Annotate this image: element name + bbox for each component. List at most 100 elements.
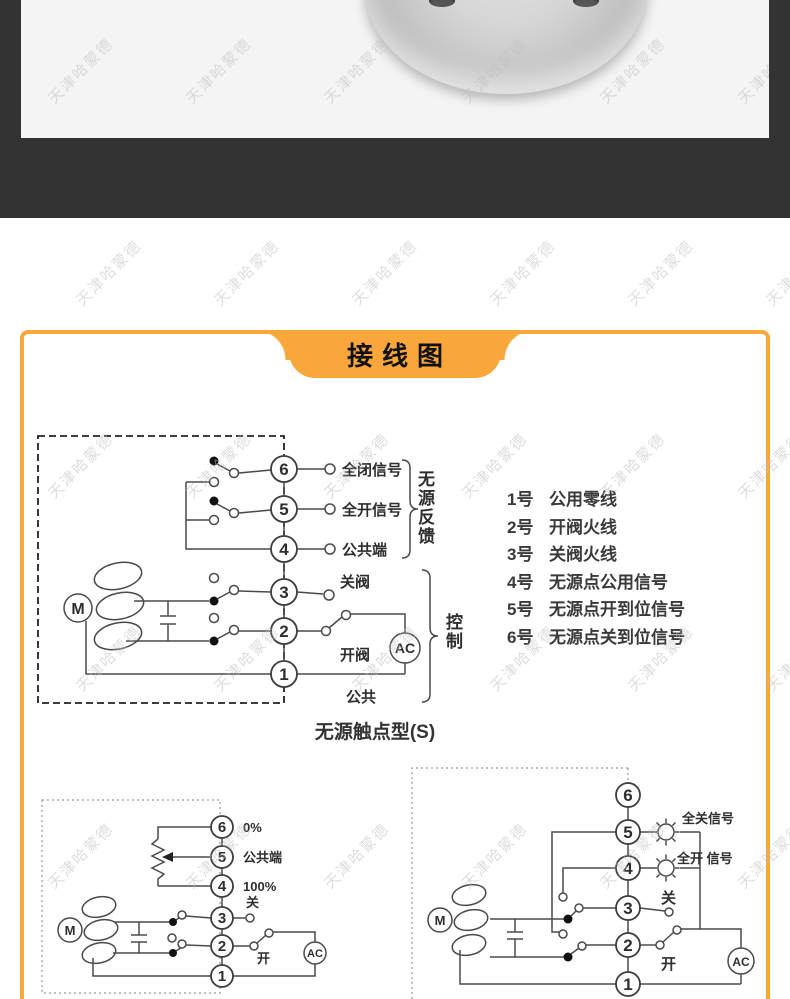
terminal-number: 6 (623, 786, 632, 805)
terminal-notes-list: 1号公用零线 2号开阀火线 3号关阀火线 4号无源点公用信号 5号无源点开到位信… (507, 484, 685, 649)
motor-winding (93, 621, 143, 651)
full-close-signal-label: 全闭信号 (341, 461, 402, 479)
motor-winding (453, 908, 489, 932)
terminal-number: 5 (279, 500, 288, 519)
signal-contact (324, 503, 336, 515)
terminal-3 (210, 906, 234, 930)
terminal-4 (270, 535, 298, 563)
switch-contact (655, 940, 665, 950)
ac-label: AC (732, 955, 750, 969)
motor-winding (81, 895, 117, 919)
watermark: 天津哈蒙德 (349, 237, 422, 310)
terminal-1 (270, 660, 298, 688)
watermark: 天津哈蒙德 (625, 237, 698, 310)
open-label: 开 (661, 956, 676, 973)
close-contact (664, 907, 674, 917)
note-row: 3号关阀火线 (507, 539, 685, 567)
lamp-indicator-wiring-diagram: 全关信号 全开 信号 关 AC 开 M (411, 767, 755, 999)
switch-contact (249, 941, 259, 951)
terminal-2 (615, 932, 641, 958)
switch-contact (177, 910, 187, 920)
terminal-number: 1 (218, 968, 226, 985)
switch-contact (177, 939, 187, 949)
note-desc: 无源点关到位信号 (549, 627, 685, 647)
section-title: 接线图 (346, 340, 452, 371)
switch-contact (320, 625, 332, 637)
switch-contact (208, 476, 220, 488)
control-brace (421, 569, 439, 703)
enclosure-dotted-box (41, 799, 221, 994)
wiring-diagram-panel: 接线图 (20, 330, 770, 999)
close-label: 关 (661, 889, 676, 907)
close-contact (245, 913, 255, 923)
switch-pole (209, 496, 219, 506)
switch-pole (209, 456, 219, 466)
common-terminal-label: 公共端 (243, 850, 282, 865)
motor-winding (451, 883, 487, 907)
motor-symbol (63, 593, 93, 623)
feedback-brace (401, 459, 419, 559)
full-open-lamp-icon (651, 853, 681, 883)
note-row: 6号无源点关到位信号 (507, 622, 685, 650)
signal-contact (324, 543, 336, 555)
terminal-6 (270, 455, 298, 483)
switch-contact (208, 514, 220, 526)
switch-contact (228, 584, 240, 596)
terminal-3 (270, 578, 298, 606)
switch-pole (209, 636, 219, 646)
close-label: 关 (246, 895, 259, 910)
terminal-number: 4 (218, 878, 227, 895)
motor-label: M (71, 601, 84, 618)
common-label: 公共 (346, 689, 376, 706)
terminal-2 (210, 934, 234, 958)
terminal-number: 5 (218, 849, 226, 866)
terminal-number: 6 (218, 819, 226, 836)
common-terminal-label: 公共端 (342, 541, 387, 559)
terminal-number: 2 (279, 622, 288, 641)
motor-winding (451, 933, 487, 957)
product-photo (21, 0, 769, 138)
switch-pole (563, 952, 573, 962)
note-row: 5号无源点开到位信号 (507, 594, 685, 622)
motor-label: M (65, 923, 76, 938)
open-label: 开 (257, 951, 270, 966)
terminal-number: 2 (623, 936, 632, 955)
terminal-5 (210, 845, 234, 869)
watermark: 天津哈蒙德 (73, 237, 146, 310)
valve-flange-image (365, 0, 647, 94)
full-close-signal-label: 全关信号 (681, 811, 734, 826)
terminal-number: 2 (218, 938, 226, 955)
note-number: 5号 (507, 600, 534, 620)
note-desc: 无源点公用信号 (549, 572, 668, 592)
switch-pole (169, 918, 177, 926)
full-open-signal-label: 全开 信号 (676, 851, 733, 866)
actuator-enclosure-dashed-box (37, 435, 285, 704)
switch-contact (208, 572, 220, 584)
motor-label: M (435, 913, 446, 928)
motor-winding (83, 918, 119, 942)
terminal-4 (615, 855, 641, 881)
ac-label: AC (307, 948, 323, 960)
close-valve-label: 关阀 (340, 573, 370, 591)
watermark: 天津哈蒙德 (763, 237, 790, 310)
note-desc: 开阀火线 (549, 517, 617, 537)
wiper-arrow (162, 852, 173, 862)
note-row: 1号公用零线 (507, 484, 685, 512)
terminal-number: 4 (623, 859, 633, 878)
terminal-number: 6 (279, 460, 288, 479)
switch-pole (563, 914, 573, 924)
switch-contact (264, 928, 274, 938)
note-row: 2号开阀火线 (507, 512, 685, 540)
right-dark-margin (769, 0, 790, 138)
hundred-percent-label: 100% (243, 879, 277, 894)
switch-contact (167, 933, 177, 943)
switch-contact (672, 925, 682, 935)
switch-contact (558, 892, 568, 902)
switch-contact (340, 609, 352, 621)
terminal-number: 1 (279, 665, 288, 684)
terminal-number: 3 (279, 583, 288, 602)
potentiometer-wiring-diagram: 0% 公共端 100% M 关 AC 开 (41, 799, 327, 994)
main-wiring-diagram: 全闭信号 全开信号 公共端 关阀 AC 开阀 公共 M (37, 435, 439, 706)
signal-contact (324, 463, 336, 475)
